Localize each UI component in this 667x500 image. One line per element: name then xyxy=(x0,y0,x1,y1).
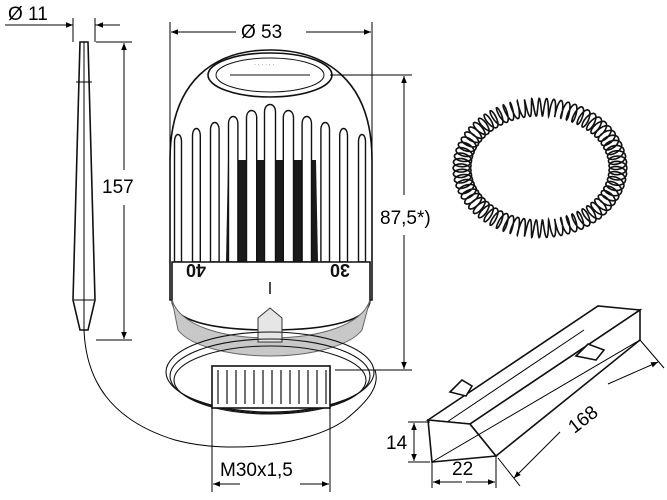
scale-mark-30: 30 xyxy=(330,260,350,280)
thermostat-head: · · · · · · 40 30 xyxy=(169,49,373,331)
spring-coil xyxy=(452,97,628,239)
head-rib xyxy=(245,109,258,263)
head-rib xyxy=(191,127,201,263)
head-height-dimension: 87,5*) xyxy=(330,74,431,371)
base-coil xyxy=(165,331,375,415)
mounting-clip xyxy=(425,305,643,463)
sensor-diameter-label: Ø 11 xyxy=(8,4,48,25)
head-height-label: 87,5*) xyxy=(380,208,431,229)
clip-height-dimension: 14 xyxy=(386,421,430,463)
knurled-nut xyxy=(211,365,331,409)
sensor-length-dimension: 157 xyxy=(96,41,134,341)
coiled-spring xyxy=(452,97,628,239)
head-rib xyxy=(282,109,295,263)
head-rib xyxy=(301,115,313,263)
clip-length-label: 168 xyxy=(564,402,602,438)
scale-mark-40: 40 xyxy=(186,260,206,280)
head-rib xyxy=(263,103,277,263)
head-rib xyxy=(173,133,183,263)
capillary-tube xyxy=(83,329,377,448)
head-diameter-label: Ø 53 xyxy=(241,22,282,43)
top-text-marks: · · · · · · xyxy=(254,62,274,68)
head-rib xyxy=(227,115,239,263)
thread-label: M30x1,5 xyxy=(220,460,293,481)
sensor-diameter-dimension: Ø 11 xyxy=(5,4,120,42)
clip-width-dimension: 22 xyxy=(431,456,497,488)
head-diameter-dimension: Ø 53 xyxy=(169,22,373,160)
head-rib xyxy=(339,127,349,263)
sensor-length-label: 157 xyxy=(102,177,134,198)
clip-width-label: 22 xyxy=(452,459,473,480)
clip-height-label: 14 xyxy=(386,433,408,454)
head-rib xyxy=(357,133,367,263)
sensor-probe xyxy=(72,41,96,331)
thread-dimension: M30x1,5 xyxy=(211,408,331,492)
head-rib xyxy=(209,121,220,263)
head-rib xyxy=(320,121,331,263)
